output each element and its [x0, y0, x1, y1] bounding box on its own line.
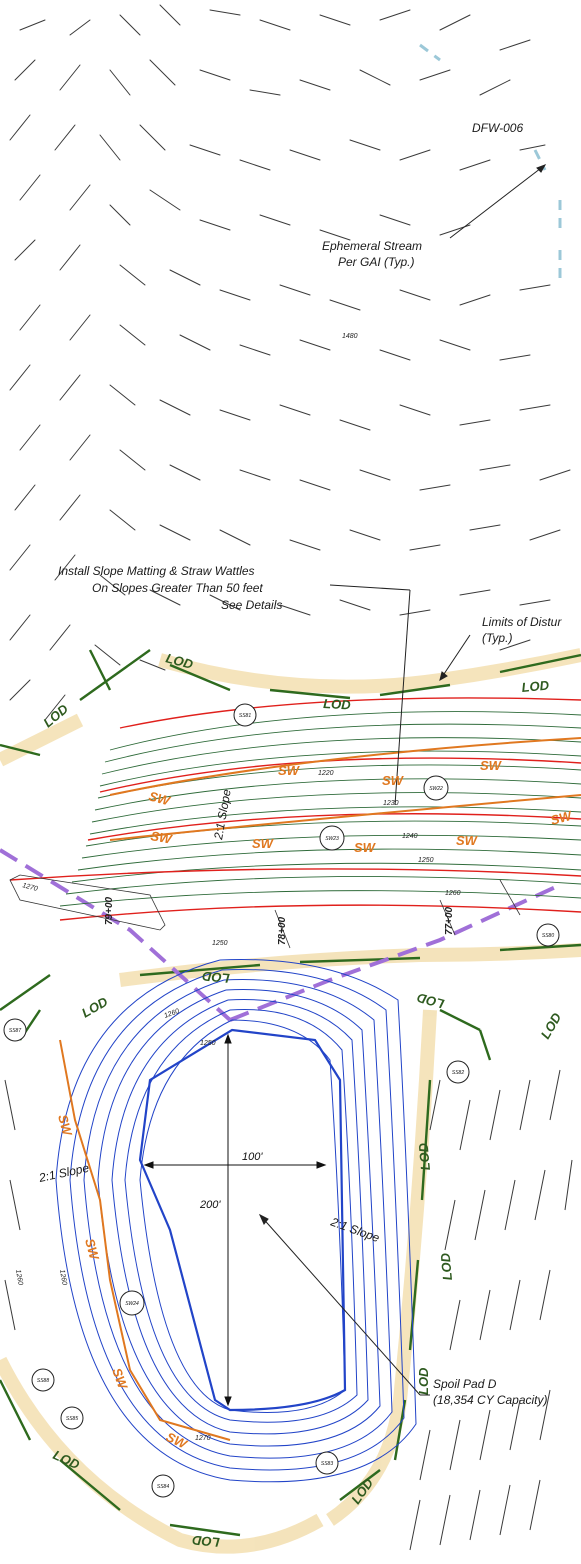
marker-ss82: SS82 — [446, 1060, 470, 1084]
lod-line — [0, 649, 581, 1537]
sw-tag: SW — [82, 1237, 102, 1263]
contour-label-1240: 1240 — [402, 833, 418, 840]
marker-ss84: SS84 — [151, 1474, 175, 1498]
dfw-006-label: DFW-006 — [472, 121, 523, 135]
contour-label-1230: 1230 — [383, 800, 399, 807]
sw-tag: SW — [109, 1366, 131, 1392]
road-outline — [9, 874, 521, 949]
pad-label-1270: 1270 — [195, 1435, 211, 1442]
ephemeral-stream-label: Ephemeral Stream — [322, 239, 422, 253]
lod-tag: LOD — [201, 969, 230, 986]
spoil-pad-capacity: (18,354 CY Capacity) — [433, 1393, 548, 1407]
contour-label-1220: 1220 — [318, 770, 334, 777]
lod-tag: LOD — [416, 1142, 433, 1171]
sw-tag: SW — [480, 758, 503, 773]
marker-sw22: SW22 — [423, 775, 449, 801]
lod-tag: LOD — [164, 650, 195, 672]
svg-text:SS84: SS84 — [157, 1484, 169, 1490]
sw-tag: SW — [549, 808, 575, 828]
lod-tag: LOD — [416, 1367, 431, 1395]
pad-label-1250: 1250 — [200, 1040, 216, 1047]
svg-text:SS87: SS87 — [9, 1028, 21, 1034]
dimension-lines — [143, 1033, 327, 1407]
slope-matting-label: Install Slope Matting & Straw Wattles — [58, 564, 255, 578]
marker-ss80: SS80 — [536, 923, 560, 947]
sw-tag: SW — [149, 828, 174, 847]
svg-text:SW24: SW24 — [125, 1301, 139, 1307]
marker-ss87: SS87 — [3, 1018, 27, 1042]
pad-label-1260c: 1260 — [58, 1269, 68, 1286]
wattle-pad — [59, 1039, 231, 1441]
lod-tag: LOD — [521, 678, 550, 695]
svg-text:SW23: SW23 — [325, 836, 339, 842]
limits-disturbance-label-2: (Typ.) — [482, 631, 512, 645]
spoil-pad-label: Spoil Pad D — [433, 1377, 497, 1391]
station-78-00: 78+00 — [277, 916, 288, 945]
sw-tag: SW — [147, 788, 173, 808]
svg-text:SS80: SS80 — [542, 933, 554, 939]
station-labels: 79+00 78+00 77+00 — [104, 896, 455, 945]
svg-text:SS82: SS82 — [452, 1070, 464, 1076]
lod-tag: LOD — [438, 1252, 455, 1281]
station-79-00: 79+00 — [104, 896, 115, 925]
svg-text:SS83: SS83 — [321, 1461, 333, 1467]
marker-ss81: SS81 — [233, 703, 257, 727]
existing-contours-upper — [9, 4, 571, 721]
station-77-00: 77+00 — [444, 906, 455, 935]
pad-label-1260: 1260 — [163, 1008, 180, 1020]
lod-tag: LOD — [191, 1533, 220, 1550]
spoil-pad-edge — [138, 1028, 347, 1412]
spoil-pad-contours — [55, 959, 417, 1483]
marker-sw24: SW24 — [119, 1290, 145, 1316]
slope-contours — [9, 697, 581, 921]
contour-label-1250: 1250 — [418, 857, 434, 864]
slope-matting-label-3: See Details — [221, 598, 282, 612]
existing-contours-lower — [4, 1069, 573, 1551]
sw-tags: SW SW SW SW SW SW SW SW SW SW SW SW SW — [55, 758, 575, 1452]
elevation-labels: 1220 1230 1240 1250 1260 1270 1250 1260 … — [14, 770, 461, 1442]
lod-tag: LOD — [323, 696, 352, 712]
contour-label-1480: 1480 — [342, 333, 358, 340]
marker-ss83: SS83 — [315, 1451, 339, 1475]
pad-label-1260b: 1260 — [14, 1269, 24, 1286]
sw-tag: SW — [278, 763, 301, 778]
dimension-width: 100' — [242, 1151, 263, 1163]
sw-tag: SW — [456, 833, 479, 848]
svg-text:SW22: SW22 — [429, 786, 443, 792]
dimension-length: 200' — [199, 1199, 221, 1211]
svg-text:SS81: SS81 — [239, 713, 251, 719]
contour-label-1260: 1260 — [445, 890, 461, 897]
marker-ss88: SS88 — [31, 1368, 55, 1392]
contour-label-1270: 1270 — [21, 882, 38, 893]
marker-sw23: SW23 — [319, 825, 345, 851]
lod-tag: LOD — [415, 990, 446, 1012]
sw-tag: SW — [55, 1113, 75, 1139]
svg-text:SS85: SS85 — [66, 1416, 78, 1422]
limits-disturbance-label: Limits of Distur — [482, 615, 562, 629]
contour-label-1250b: 1250 — [212, 940, 228, 947]
leader-lines — [258, 164, 547, 1396]
sample-markers: SS81 SW22 SW23 SS80 SS87 SS82 SW24 SS88 … — [3, 703, 560, 1498]
sw-tag: SW — [252, 836, 275, 851]
slope-matting-label-2: On Slopes Greater Than 50 feet — [92, 581, 263, 595]
ephemeral-stream-label-2: Per GAI (Typ.) — [338, 255, 414, 269]
sw-tag: SW — [382, 773, 405, 788]
svg-text:SS88: SS88 — [37, 1378, 49, 1384]
marker-ss85: SS85 — [60, 1406, 84, 1430]
sw-tag: SW — [354, 840, 377, 855]
